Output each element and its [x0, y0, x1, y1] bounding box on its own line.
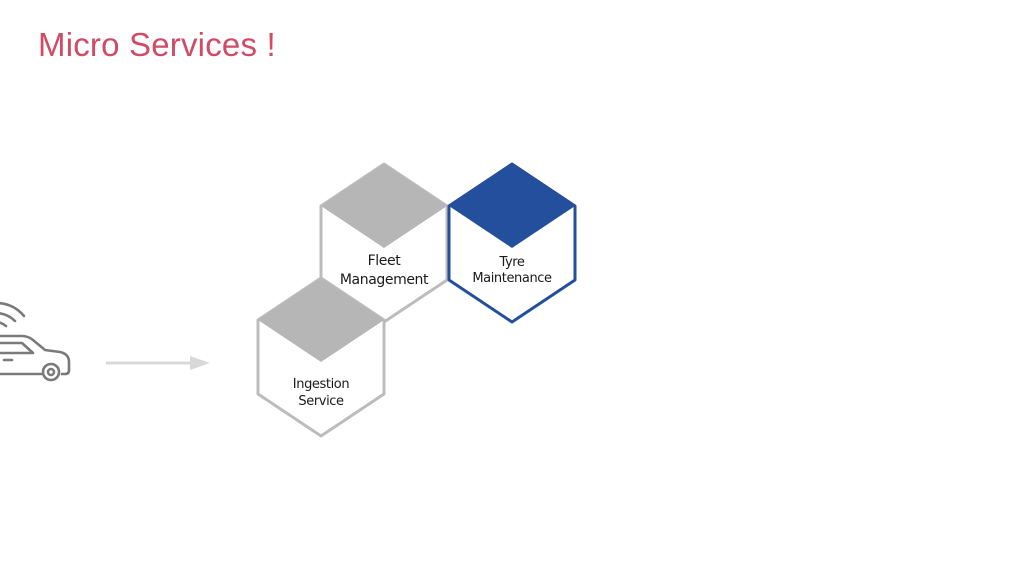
- hex-tyre-maintenance[interactable]: Tyre Maintenance: [447, 162, 577, 324]
- connected-car-icon: [0, 301, 71, 382]
- hex-ingestion-service[interactable]: Ingestion Service: [256, 276, 386, 438]
- hex-fleet-management[interactable]: Fleet Management: [319, 162, 449, 324]
- hex-label-line2: Service: [298, 394, 344, 409]
- hex-label-line2: Management: [340, 272, 429, 288]
- hex-label-line1: Fleet: [368, 253, 402, 269]
- hex-label-line2: Maintenance: [472, 271, 552, 286]
- hex-label-line1: Ingestion: [293, 377, 350, 392]
- arrow-right-icon: [106, 356, 210, 370]
- hex-label-line1: Tyre: [498, 255, 524, 270]
- page-title: Micro Services !: [38, 26, 276, 63]
